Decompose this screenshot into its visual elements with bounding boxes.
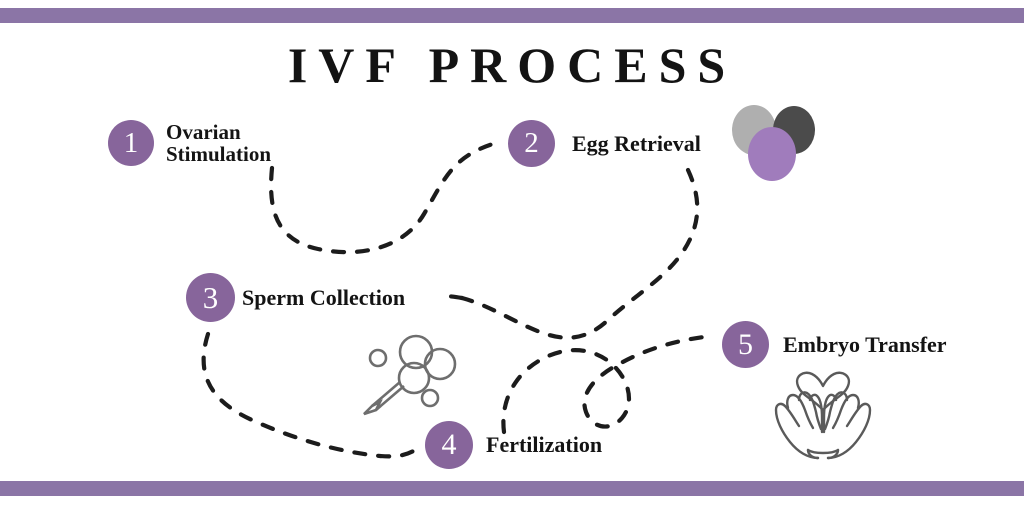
step-2-badge: 2 <box>508 120 555 167</box>
bottom-accent-rule <box>0 481 1024 496</box>
step-4-fertilization[interactable]: 4 Fertilization <box>425 421 602 469</box>
hands-holding-heart-icon <box>774 371 872 460</box>
step-5-embryo-transfer[interactable]: 5 Embryo Transfer <box>722 321 947 368</box>
step-1-badge: 1 <box>108 120 154 166</box>
micropipette-cells-icon <box>363 334 457 416</box>
step-5-badge: 5 <box>722 321 769 368</box>
top-accent-rule <box>0 8 1024 23</box>
ovum-cluster-icon <box>732 105 815 181</box>
step-2-label: Egg Retrieval <box>572 130 701 156</box>
page-title: IVF PROCESS <box>287 37 737 93</box>
step-3-badge: 3 <box>186 273 235 322</box>
step-4-label: Fertilization <box>486 432 603 458</box>
step-2-egg-retrieval[interactable]: 2 Egg Retrieval <box>508 120 701 167</box>
step-1-ovarian-stimulation[interactable]: 1 Ovarian Stimulation <box>108 120 271 166</box>
step-5-label: Embryo Transfer <box>783 331 947 357</box>
step-1-label: Ovarian Stimulation <box>166 119 272 166</box>
step-3-label: Sperm Collection <box>242 284 406 310</box>
step-3-sperm-collection[interactable]: 3 Sperm Collection <box>186 273 405 322</box>
step-4-badge: 4 <box>425 421 473 469</box>
